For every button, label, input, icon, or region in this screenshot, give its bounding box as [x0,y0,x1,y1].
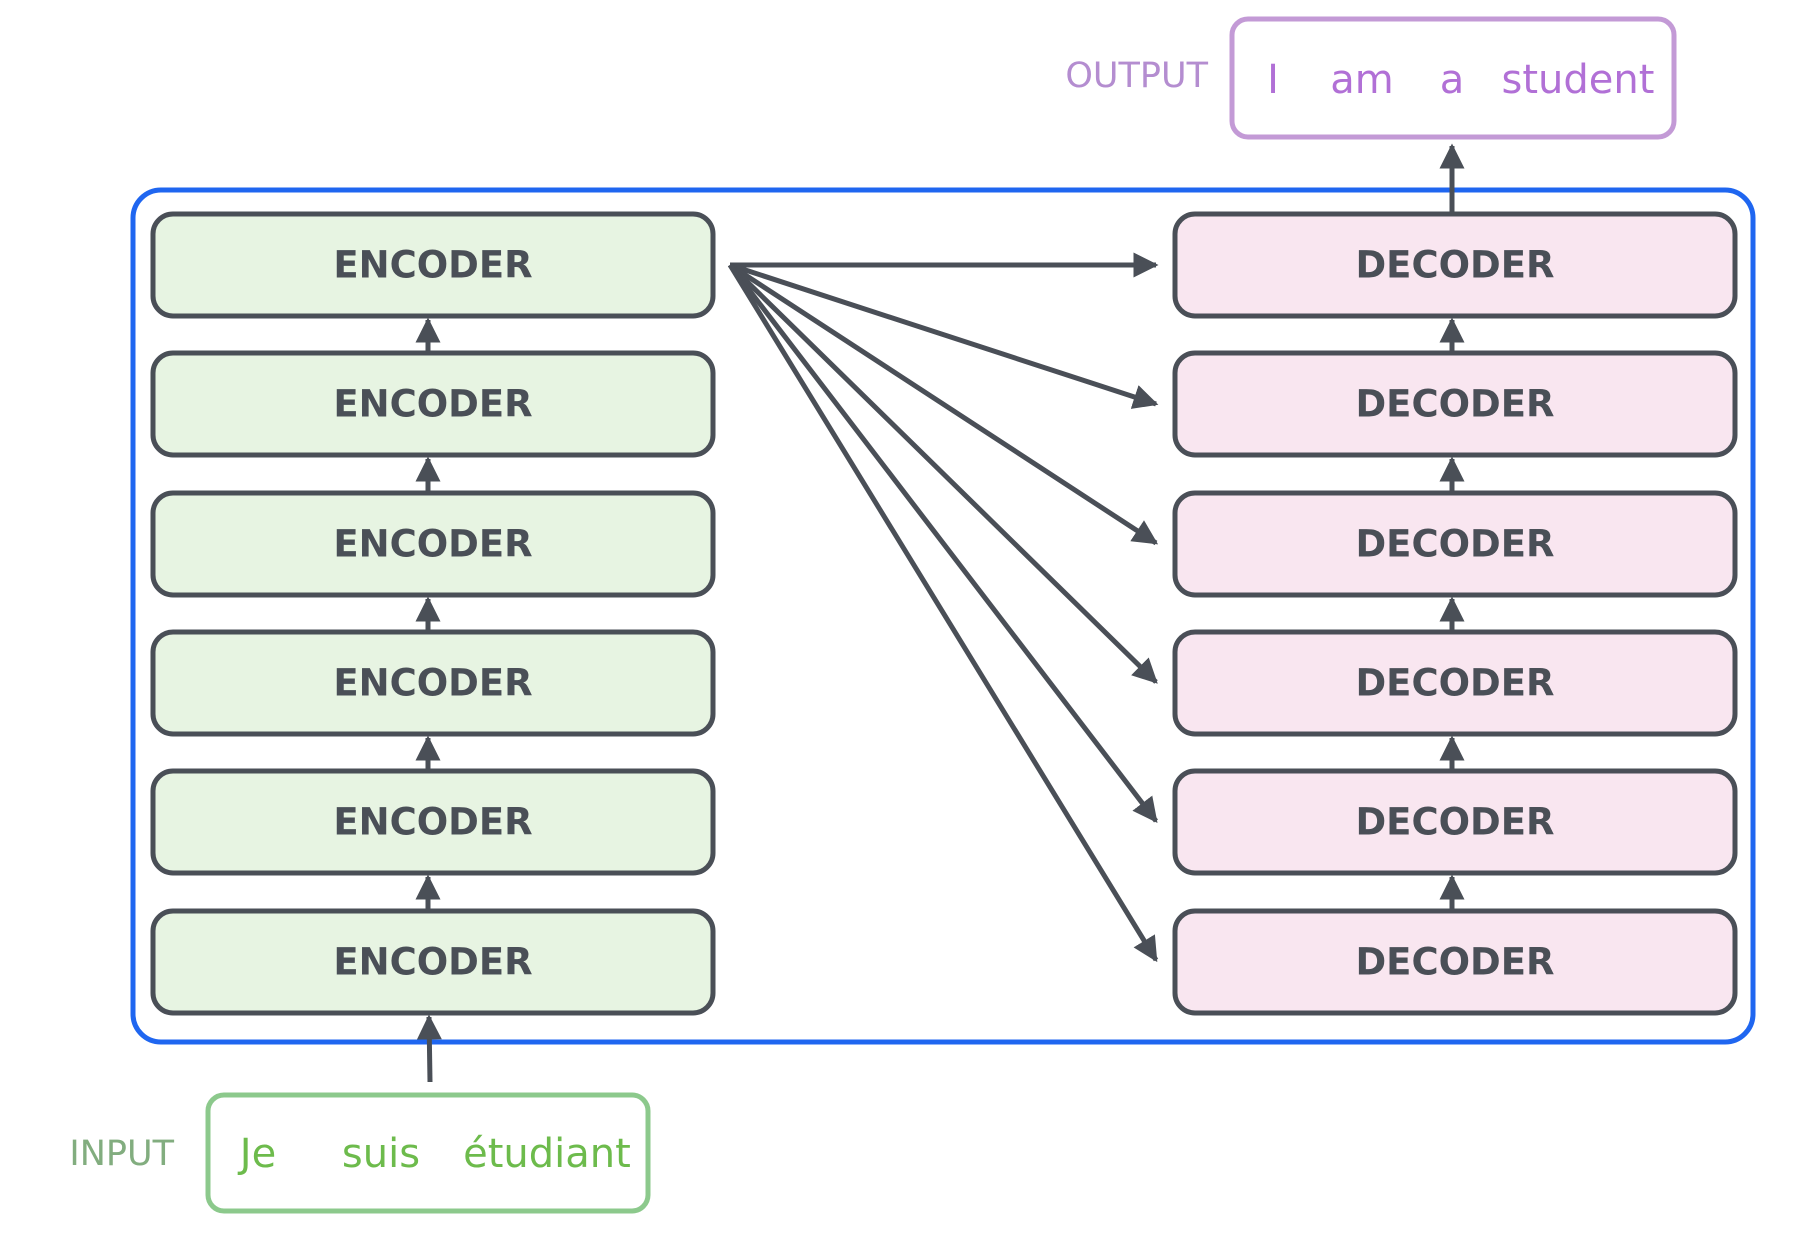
encoder-stack: ENCODER ENCODER ENCODER ENCODER ENCODER … [150,211,716,1016]
decoder-block: DECODER [1172,350,1738,458]
input-to-encoder-arrow [416,1014,442,1083]
input-token: étudiant [463,1131,631,1177]
decoder-label: DECODER [1355,244,1554,287]
output-label: OUTPUT [1065,56,1208,96]
encoder-output-arrow [727,263,1159,963]
decoder-label: DECODER [1355,801,1554,844]
output-token: am [1330,57,1393,103]
encoder-block: ENCODER [150,490,716,598]
encoder-label: ENCODER [333,801,532,844]
decoder-block: DECODER [1172,490,1738,598]
encoder-block: ENCODER [150,350,716,458]
encoder-stack-arrows [415,317,442,1083]
encoder-label: ENCODER [333,383,532,426]
decoder-block: DECODER [1172,908,1738,1016]
encoder-decoder-container [130,187,1756,1045]
encoder-label: ENCODER [333,523,532,566]
output-token: student [1502,57,1655,103]
encoder-output-arrow [729,262,1159,409]
encoder-output-arrow [728,263,1158,684]
decoder-block: DECODER [1172,629,1738,737]
decoder-block: DECODER [1172,768,1738,876]
input-box [205,1092,651,1214]
encoder-label: ENCODER [333,244,532,287]
output-box [1229,16,1677,140]
encoder-to-decoder-arrows [727,252,1159,963]
input-token: Je [237,1131,276,1177]
input-label: INPUT [69,1134,174,1174]
encoder-block: ENCODER [150,768,716,876]
input-group: INPUT Je suis étudiant [69,1092,651,1214]
output-token: I [1267,57,1279,103]
encoder-label: ENCODER [333,662,532,705]
encoder-label: ENCODER [333,941,532,984]
output-group: OUTPUT I am a student [1065,16,1677,140]
output-token: a [1440,57,1465,103]
input-token: suis [342,1131,420,1177]
decoder-block: DECODER [1172,211,1738,319]
encoder-block: ENCODER [150,629,716,737]
encoder-block: ENCODER [150,908,716,1016]
decoder-label: DECODER [1355,941,1554,984]
decoder-label: DECODER [1355,523,1554,566]
decoder-label: DECODER [1355,662,1554,705]
encoder-block: ENCODER [150,211,716,319]
decoder-label: DECODER [1355,383,1554,426]
decoder-stack: DECODER DECODER DECODER DECODER DECODER … [1172,211,1738,1016]
encoder-output-arrow [728,263,1158,823]
encoder-output-arrow [728,262,1159,546]
